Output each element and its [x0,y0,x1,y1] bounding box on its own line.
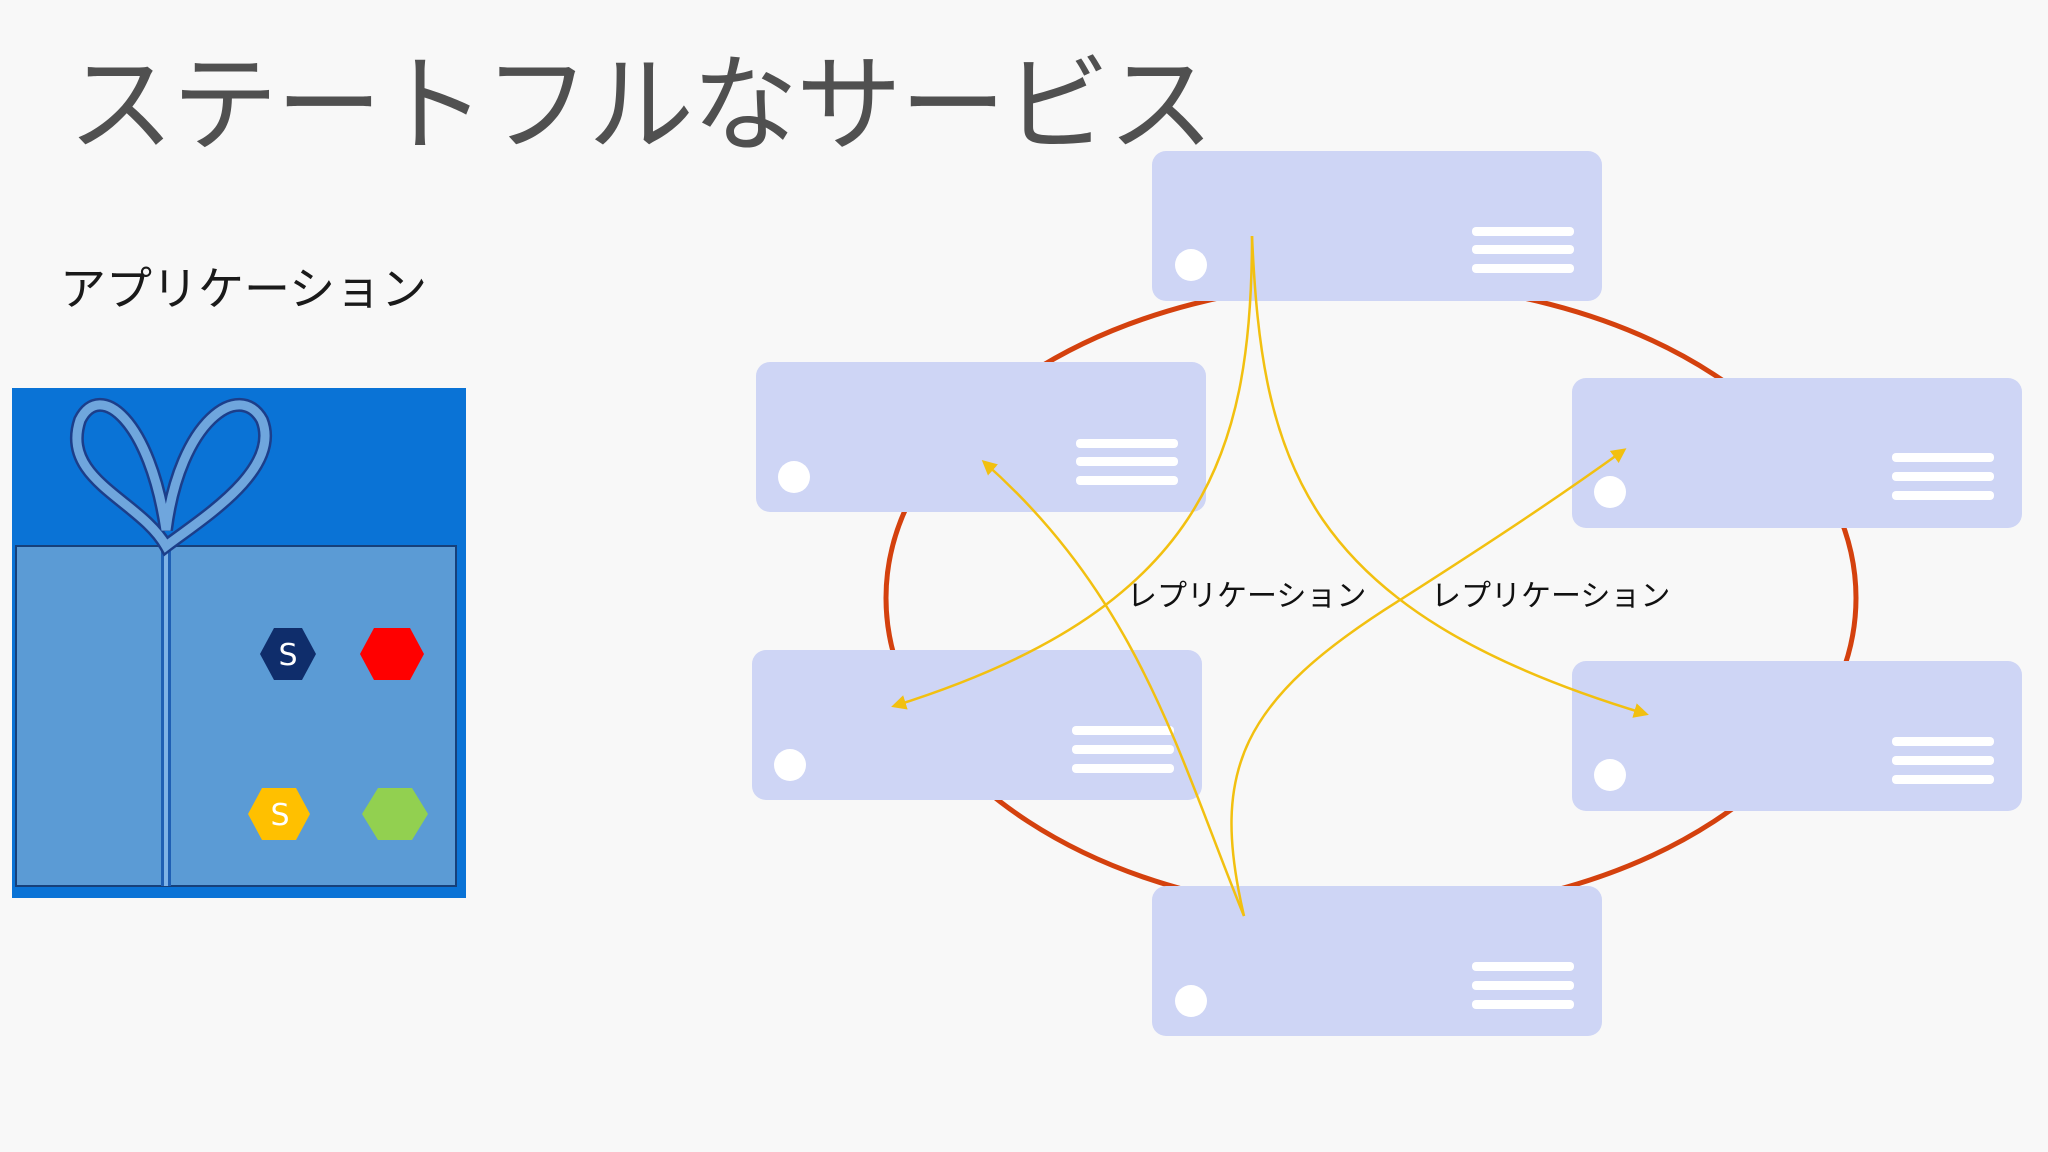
node-right-lower [1572,661,2022,811]
page-title: ステートフルなサービス [68,44,1214,167]
hexagon-navy-s: S [260,628,316,680]
node-bottom [1152,886,1602,1036]
replication-arrow-bottom-to-left-upper [981,460,1246,917]
node-left-upper [756,362,1206,512]
replication-arrow-top-to-left-lower [891,235,1254,710]
node-right-upper [1572,378,2022,528]
hexagon-yellow-s: S [248,788,310,840]
replication-arrow-bottom-to-right-upper [1230,448,1627,917]
svg-text:S: S [278,638,297,673]
application-gift-icon: S S [12,388,466,898]
application-label: アプリケーション [60,262,428,316]
replication-label-left: レプリケーション [1127,579,1366,614]
svg-text:S: S [270,798,289,833]
replication-label-right: レプリケーション [1431,579,1670,614]
hexagon-green [362,788,428,840]
node-left-lower [752,650,1202,800]
hexagon-red [360,628,424,680]
node-top [1152,151,1602,301]
replication-arrow-top-to-right-lower [1250,235,1649,718]
